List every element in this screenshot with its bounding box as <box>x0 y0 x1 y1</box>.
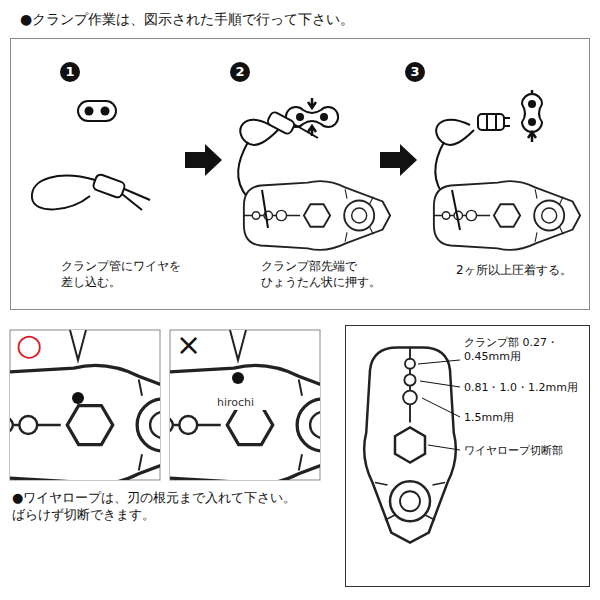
crimped-ferrule-icon <box>522 90 542 142</box>
step-arrow <box>185 144 222 176</box>
pliers-head <box>434 181 580 250</box>
part-label: 0.81・1.0・1.2mm用 <box>464 381 586 395</box>
pliers-head <box>244 181 390 250</box>
steps-frame: クランプ管にワイヤを 差し込む。 クランプ部先端で ひょうたん状に押す。 2ヶ所以上… <box>10 38 590 310</box>
step-arrow <box>380 144 417 176</box>
pliers-diagram <box>364 348 456 543</box>
ng-mark: × <box>176 330 216 360</box>
parts-panel: クランプ部 0.27・0.45mm用 0.81・1.0・1.2mm用 1.5mm用ワ… <box>345 325 590 587</box>
step-caption: 2ヶ所以上圧着する。 <box>456 263 586 279</box>
note-text: ●ワイヤロープは、刃の根元まで入れて下さい。 ばらけず切断できます。 <box>12 490 332 524</box>
part-label: クランプ部 0.27・0.45mm用 <box>464 336 584 365</box>
part-label: ワイヤロープ切断部 <box>464 444 584 458</box>
pressed-ferrule-icon <box>286 98 338 136</box>
step-caption: クランプ管にワイヤを 差し込む。 <box>61 259 201 290</box>
heading: ●クランプ作業は、図示された手順で行って下さい。 <box>20 10 580 28</box>
step-caption: クランプ部先端で ひょうたん状に押す。 <box>261 259 401 290</box>
wire-loop <box>32 173 150 210</box>
pliers-closeup <box>170 365 320 480</box>
ok-mark: ○ <box>16 330 56 360</box>
callout-number: 3 <box>405 62 425 82</box>
part-label: 1.5mm用 <box>464 411 584 425</box>
watermark: hirochi <box>215 396 279 410</box>
pliers-closeup <box>10 365 160 480</box>
callout-number: 1 <box>60 62 80 82</box>
ferrule-icon <box>78 101 116 121</box>
leader-line <box>418 360 460 450</box>
callout-number: 2 <box>230 62 250 82</box>
